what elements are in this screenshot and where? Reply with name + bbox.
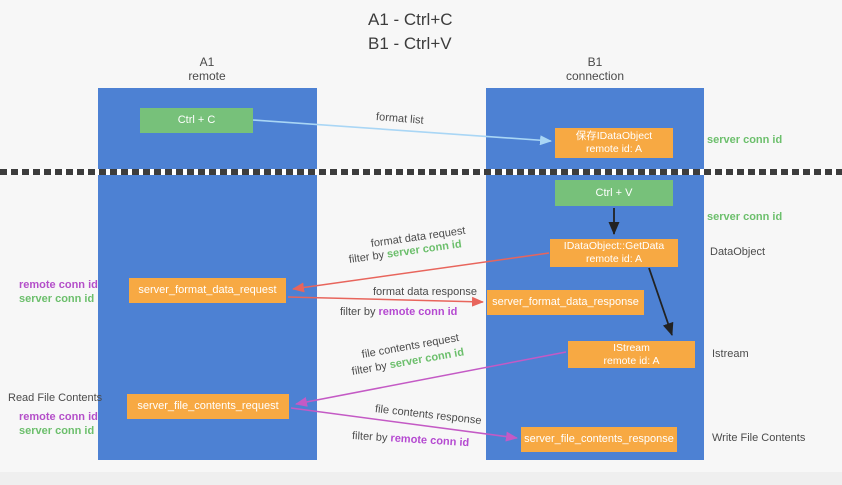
remote-conn-id-text: remote conn id xyxy=(378,306,458,318)
diagram-title: A1 - Ctrl+C B1 - Ctrl+V xyxy=(368,8,453,56)
remote-conn-id-side-label-bottom: remote conn id xyxy=(19,411,98,423)
lane-b1-name: B1 xyxy=(587,55,603,69)
lane-header-a1: A1 remote xyxy=(127,55,287,83)
save-idataobject-line1: 保存IDataObject xyxy=(575,130,653,142)
lane-b1-subtitle: connection xyxy=(565,69,625,83)
server-file-contents-response-box: server_file_contents_response xyxy=(521,427,677,452)
server-conn-id-side-label-left-top: server conn id xyxy=(19,293,95,305)
lane-a1-name: A1 xyxy=(199,55,215,69)
server-conn-id-side-label-mid: server conn id xyxy=(707,211,783,223)
write-file-contents-label: Write File Contents xyxy=(712,432,806,444)
title-line-1: A1 - Ctrl+C xyxy=(368,10,453,29)
ctrl-v-box: Ctrl + V xyxy=(555,180,673,206)
filter-by-text: filter by xyxy=(350,359,388,378)
istream-line1: IStream xyxy=(613,341,650,354)
save-idataobject-box: 保存IDataObject remote id: A xyxy=(555,128,673,158)
ctrl-v-label: Ctrl + V xyxy=(595,186,633,199)
lane-header-b1: B1 connection xyxy=(515,55,675,83)
server-file-contents-request-box: server_file_contents_request xyxy=(127,394,289,419)
dataobject-side-label: DataObject xyxy=(710,246,766,258)
server-conn-id-side-label-top: server conn id xyxy=(707,134,783,146)
ctrl-c-box: Ctrl + C xyxy=(140,108,253,133)
title-line-2: B1 - Ctrl+V xyxy=(368,34,452,53)
server-file-contents-request-label: server_file_contents_request xyxy=(137,400,279,412)
getdata-line2: remote id: A xyxy=(585,253,643,265)
save-idataobject-line2: remote id: A xyxy=(585,143,643,155)
file-contents-response-label: file contents response xyxy=(374,403,483,428)
bottom-strip xyxy=(0,472,842,485)
server-format-data-request-label: server_format_data_request xyxy=(138,284,277,296)
filter-by-text: filter by xyxy=(348,249,385,266)
server-file-contents-response-label: server_file_contents_response xyxy=(524,433,674,445)
filter-by-remote-conn-id-label-1: filter by remote conn id xyxy=(340,306,457,319)
lane-a1-subtitle: remote xyxy=(188,69,226,83)
format-data-response-label: format data response xyxy=(373,286,477,298)
server-format-data-response-box: server_format_data_response xyxy=(487,290,644,315)
server-format-data-request-box: server_format_data_request xyxy=(129,278,286,303)
remote-conn-id-side-label-top: remote conn id xyxy=(19,279,98,291)
filter-by-text: filter by xyxy=(340,306,376,318)
getdata-box: IDataObject::GetData remote id: A xyxy=(550,239,678,267)
istream-side-label: Istream xyxy=(712,348,749,360)
ctrl-c-label: Ctrl + C xyxy=(177,114,216,126)
istream-line2: remote id: A xyxy=(603,354,660,367)
dotted-separator-line xyxy=(0,169,842,175)
istream-box: IStream remote id: A xyxy=(568,341,695,368)
read-file-contents-label: Read File Contents xyxy=(8,392,103,404)
server-conn-id-side-label-left-bottom: server conn id xyxy=(19,425,95,437)
format-list-label: format list xyxy=(375,111,425,127)
filter-by-remote-conn-id-label-2: filter by remote conn id xyxy=(352,430,470,450)
filter-by-text: filter by xyxy=(351,430,388,445)
remote-conn-id-text: remote conn id xyxy=(390,432,470,450)
getdata-line1: IDataObject::GetData xyxy=(563,240,665,252)
server-format-data-response-label: server_format_data_response xyxy=(492,296,639,308)
